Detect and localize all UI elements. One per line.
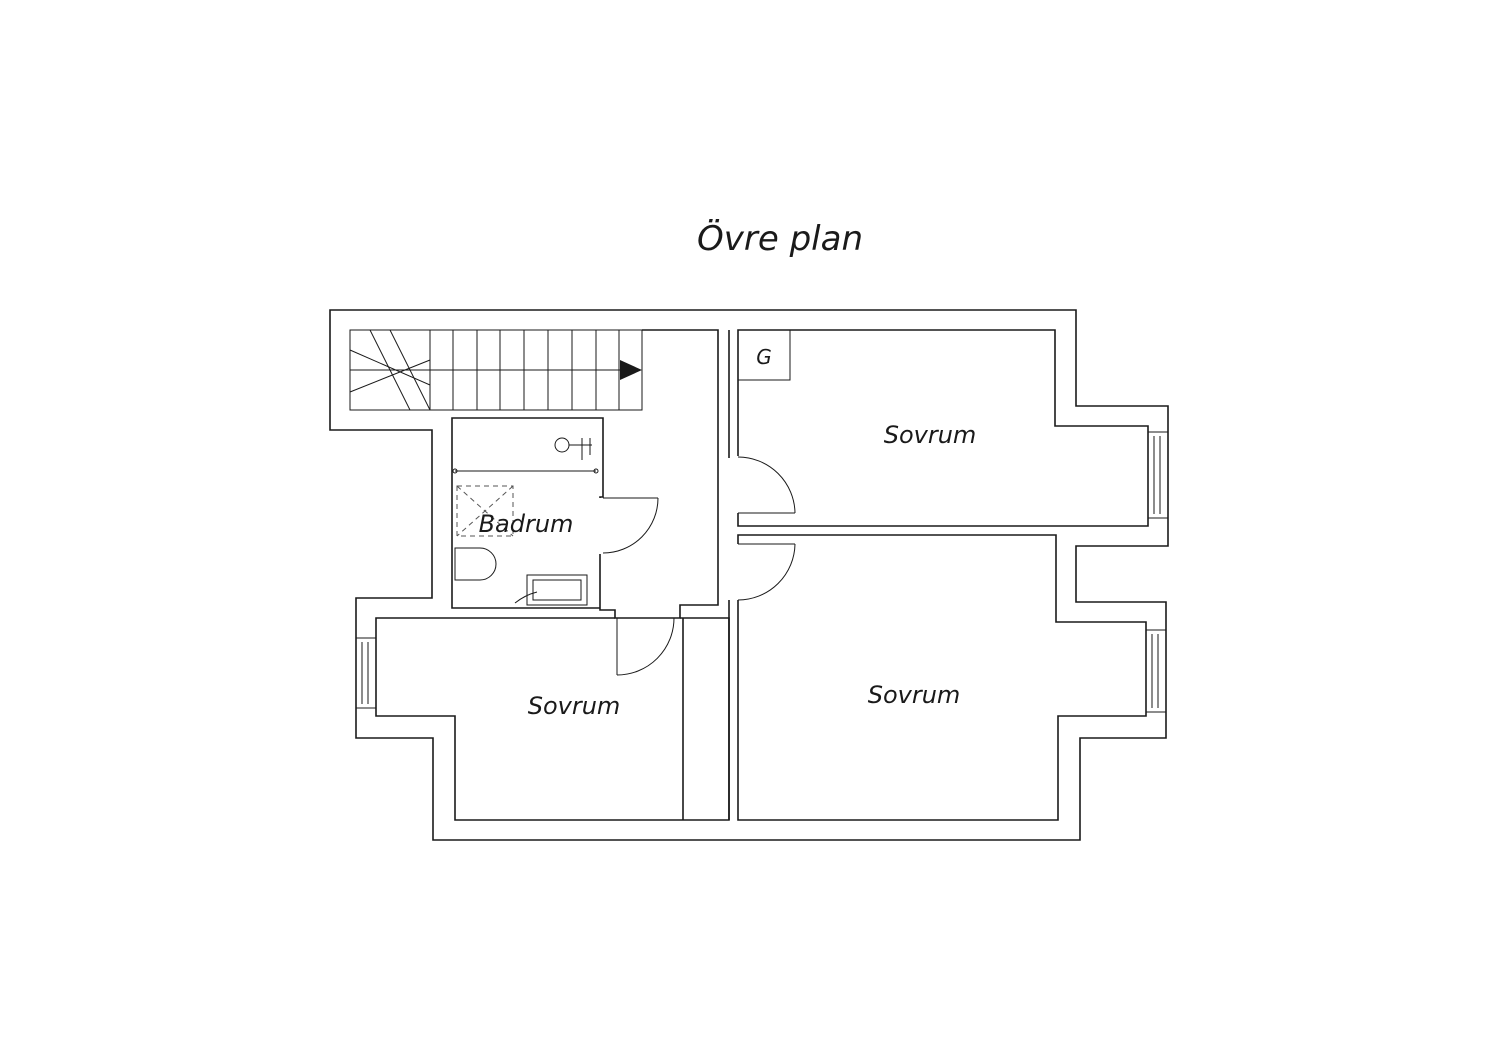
- closet-g: [737, 329, 791, 381]
- room-label-sovrum-bottom-left: Sovrum: [528, 692, 621, 720]
- plan-title: Övre plan: [697, 218, 863, 259]
- sovrum-top-right-door: [737, 456, 796, 514]
- window-right-top: [1147, 431, 1169, 519]
- hall-walls: [451, 329, 719, 619]
- closet-label: G: [756, 345, 772, 369]
- sovrum-bottom-left-walls: [375, 617, 730, 821]
- window-left: [355, 637, 377, 709]
- room-label-sovrum-top-right: Sovrum: [884, 421, 977, 449]
- stair-direction-arrow-icon: [390, 360, 642, 380]
- sovrum-bottom-right-walls: [737, 534, 1147, 821]
- sovrum-bottom-left-door: [616, 617, 675, 676]
- room-label-badrum: Badrum: [479, 510, 574, 538]
- outer-wall: [329, 309, 1169, 841]
- window-right-bottom: [1145, 629, 1167, 713]
- sovrum-bottom-right-door: [737, 543, 796, 601]
- bathroom-door: [598, 497, 659, 554]
- bathroom-fixtures: [452, 437, 599, 606]
- sovrum-top-right-walls: [737, 329, 1149, 527]
- room-label-sovrum-bottom-right: Sovrum: [868, 681, 961, 709]
